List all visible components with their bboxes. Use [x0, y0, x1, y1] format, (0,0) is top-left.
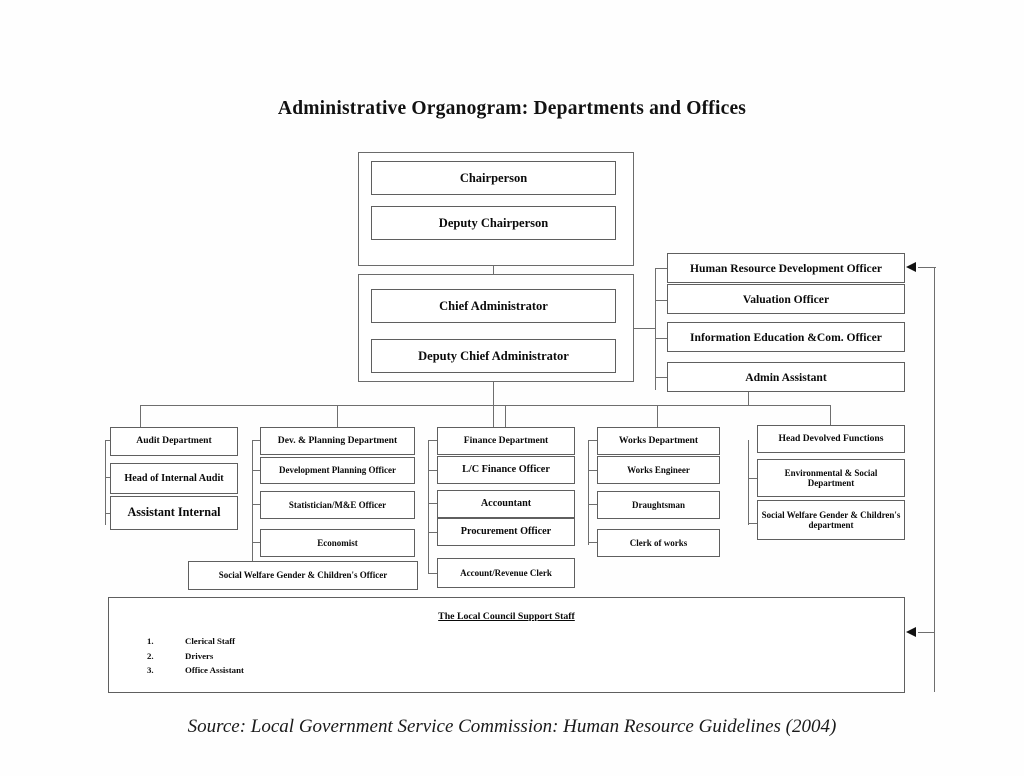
box-head-of-internal-audit[interactable]: Head of Internal Audit [110, 463, 238, 494]
connector-works-bus-to-head-box [588, 440, 598, 442]
connector-devolved-bus-to-social-welfare-department [748, 523, 758, 525]
box-finance-department[interactable]: Finance Department [437, 427, 575, 455]
connector-staff-bus-to-admin-assistant [655, 377, 668, 379]
box-procurement-officer[interactable]: Procurement Officer [437, 518, 575, 546]
list-item: 3. Office Assistant [147, 665, 244, 675]
connector-works-bus-to-works-engineer [588, 470, 598, 472]
works-column-vertical-bus [588, 440, 590, 545]
box-admin-assistant[interactable]: Admin Assistant [667, 362, 905, 392]
connector-dev-bus-to-planning-officer [252, 470, 262, 472]
list-item-label: Office Assistant [185, 665, 244, 675]
connector-staff-bus-to-valuation-officer [655, 300, 668, 302]
support-staff-list: 1. Clerical Staff 2. Drivers 3. Office A… [147, 636, 244, 680]
box-development-planning-officer[interactable]: Development Planning Officer [260, 457, 415, 484]
box-works-department[interactable]: Works Department [597, 427, 720, 455]
staff-officers-vertical-bus [655, 268, 657, 390]
connector-dev-bus-to-head-box [252, 440, 262, 442]
support-staff-title: The Local Council Support Staff [438, 611, 575, 622]
box-deputy-chairperson[interactable]: Deputy Chairperson [371, 206, 616, 240]
audit-column-vertical-bus [105, 440, 107, 525]
list-item: 2. Drivers [147, 651, 244, 661]
devolved-column-vertical-bus [748, 440, 750, 525]
box-assistant-internal[interactable]: Assistant Internal [110, 496, 238, 530]
connector-works-bus-to-clerk-of-works [588, 542, 598, 544]
dev-planning-column-vertical-bus [252, 440, 254, 565]
connector-bus-to-finance-department [505, 405, 507, 427]
connector-devolved-bus-to-environmental-department [748, 478, 758, 480]
box-social-welfare-gender-children-department[interactable]: Social Welfare Gender & Children's depar… [757, 500, 905, 540]
box-deputy-chief-administrator[interactable]: Deputy Chief Administrator [371, 339, 616, 373]
connector-finance-bus-to-account-revenue-clerk [428, 573, 438, 575]
box-chief-administrator[interactable]: Chief Administrator [371, 289, 616, 323]
connector-bus-to-audit-department [140, 405, 142, 427]
connector-bus-to-works-department [657, 405, 659, 427]
feedback-line-vertical [934, 267, 936, 692]
box-lc-finance-officer[interactable]: L/C Finance Officer [437, 456, 575, 484]
connector-works-bus-to-draughtsman [588, 504, 598, 506]
connector-chief-group-to-staff-bus [634, 328, 656, 330]
list-item-number: 1. [147, 636, 154, 646]
box-statistician-me-officer[interactable]: Statistician/M&E Officer [260, 491, 415, 519]
box-economist[interactable]: Economist [260, 529, 415, 557]
connector-admin-assistant-to-bus [748, 392, 750, 405]
box-head-devolved-functions[interactable]: Head Devolved Functions [757, 425, 905, 453]
source-caption: Source: Local Government Service Commiss… [187, 716, 837, 737]
box-accountant[interactable]: Accountant [437, 490, 575, 518]
list-item-number: 2. [147, 650, 154, 661]
page-title: Administrative Organogram: Departments a… [277, 98, 747, 119]
connector-bus-to-head-devolved-functions [830, 405, 832, 427]
list-item: 1. Clerical Staff [147, 636, 244, 646]
list-item-label: Drivers [185, 650, 214, 661]
box-clerk-of-works[interactable]: Clerk of works [597, 529, 720, 557]
list-item-label: Clerical Staff [185, 636, 236, 646]
feedback-arrow-into-hrd-officer [906, 262, 916, 272]
feedback-line-top-horizontal [918, 267, 936, 269]
connector-staff-bus-to-hrd-officer [655, 268, 668, 270]
connector-finance-bus-to-head-box [428, 440, 438, 442]
connector-staff-bus-to-information-officer [655, 338, 668, 340]
connector-bus-to-dev-planning-department [337, 405, 339, 427]
box-human-resource-development-officer[interactable]: Human Resource Development Officer [667, 253, 905, 283]
connector-dev-bus-to-economist [252, 542, 262, 544]
feedback-line-bottom-horizontal [918, 632, 935, 634]
box-account-revenue-clerk[interactable]: Account/Revenue Clerk [437, 558, 575, 588]
connector-dev-bus-to-statistician [252, 504, 262, 506]
feedback-arrow-into-support-staff [906, 627, 916, 637]
box-environmental-social-department[interactable]: Environmental & Social Department [757, 459, 905, 497]
box-information-education-com-officer[interactable]: Information Education &Com. Officer [667, 322, 905, 352]
support-staff-container: The Local Council Support Staff 1. Cleri… [108, 597, 905, 693]
list-item-number: 3. [147, 665, 154, 675]
box-chairperson[interactable]: Chairperson [371, 161, 616, 195]
department-horizontal-bus [140, 405, 830, 407]
box-valuation-officer[interactable]: Valuation Officer [667, 284, 905, 314]
connector-finance-bus-to-procurement-officer [428, 532, 438, 534]
box-draughtsman[interactable]: Draughtsman [597, 491, 720, 519]
connector-finance-bus-to-accountant [428, 503, 438, 505]
finance-column-vertical-bus [428, 440, 430, 574]
box-works-engineer[interactable]: Works Engineer [597, 456, 720, 484]
box-audit-department[interactable]: Audit Department [110, 427, 238, 456]
connector-finance-bus-to-lc-finance-officer [428, 470, 438, 472]
box-social-welfare-gender-children-officer[interactable]: Social Welfare Gender & Children's Offic… [188, 561, 418, 590]
box-dev-planning-department[interactable]: Dev. & Planning Department [260, 427, 415, 455]
